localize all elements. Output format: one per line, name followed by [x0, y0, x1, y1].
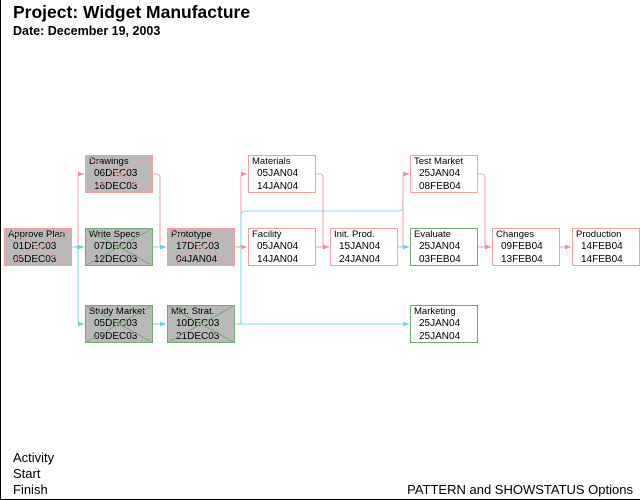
node-finish-date: 05DEC03 — [13, 254, 57, 265]
node-start-date: 09FEB04 — [501, 241, 543, 252]
node-finish-date: 08FEB04 — [419, 181, 461, 192]
node-finish-date: 21DEC03 — [176, 331, 220, 342]
node-finish-date: 16DEC03 — [94, 181, 138, 192]
legend-start: Start — [13, 466, 41, 481]
legend-finish: Finish — [13, 482, 48, 497]
footnote-options: PATTERN and SHOWSTATUS Options — [407, 482, 633, 497]
node-label: Changes — [496, 229, 535, 240]
node-start-date: 06DEC03 — [94, 168, 138, 179]
node-start-date: 07DEC03 — [94, 241, 138, 252]
node-finish-date: 14FEB04 — [581, 254, 623, 265]
node-finish-date: 25JAN04 — [419, 331, 461, 342]
node-start-date: 15JAN04 — [339, 241, 381, 252]
link-drawings-prototype — [153, 173, 167, 250]
node-finish-date: 09DEC03 — [94, 331, 138, 342]
node-label: Evaluate — [414, 229, 451, 240]
node-finish-date: 04JAN04 — [176, 254, 218, 265]
node-label: Test Market — [414, 156, 464, 167]
node-label: Marketing — [414, 306, 456, 317]
node-start-date: 25JAN04 — [419, 168, 461, 179]
node-label: Init. Prod. — [334, 229, 375, 240]
node-start-date: 05JAN04 — [257, 168, 299, 179]
node-finish-date: 14JAN04 — [257, 254, 299, 265]
node-start-date: 10DEC03 — [176, 318, 220, 329]
node-start-date: 14FEB04 — [581, 241, 623, 252]
node-finish-date: 03FEB04 — [419, 254, 461, 265]
node-finish-date: 24JAN04 — [339, 254, 381, 265]
page-title: Project: Widget Manufacture — [13, 2, 251, 22]
node-start-date: 05JAN04 — [257, 241, 299, 252]
node-start-date: 25JAN04 — [419, 318, 461, 329]
legend-activity: Activity — [13, 450, 55, 465]
link-testmarket-changes — [478, 173, 492, 250]
node-start-date: 17DEC03 — [176, 241, 220, 252]
link-approve-drawings — [72, 171, 85, 248]
node-start-date: 01DEC03 — [13, 241, 57, 252]
node-label: Facility — [252, 229, 282, 240]
node-start-date: 05DEC03 — [94, 318, 138, 329]
node-finish-date: 14JAN04 — [257, 181, 299, 192]
node-label: Materials — [252, 156, 291, 167]
page-subtitle: Date: December 19, 2003 — [13, 24, 161, 38]
link-approve-studymarket — [72, 246, 85, 327]
node-label: Production — [576, 229, 622, 240]
node-finish-date: 12DEC03 — [94, 254, 138, 265]
node-finish-date: 13FEB04 — [501, 254, 543, 265]
node-start-date: 25JAN04 — [419, 241, 461, 252]
activity-node-initprod[interactable]: Init. Prod.15JAN04 24JAN04 — [330, 228, 398, 266]
